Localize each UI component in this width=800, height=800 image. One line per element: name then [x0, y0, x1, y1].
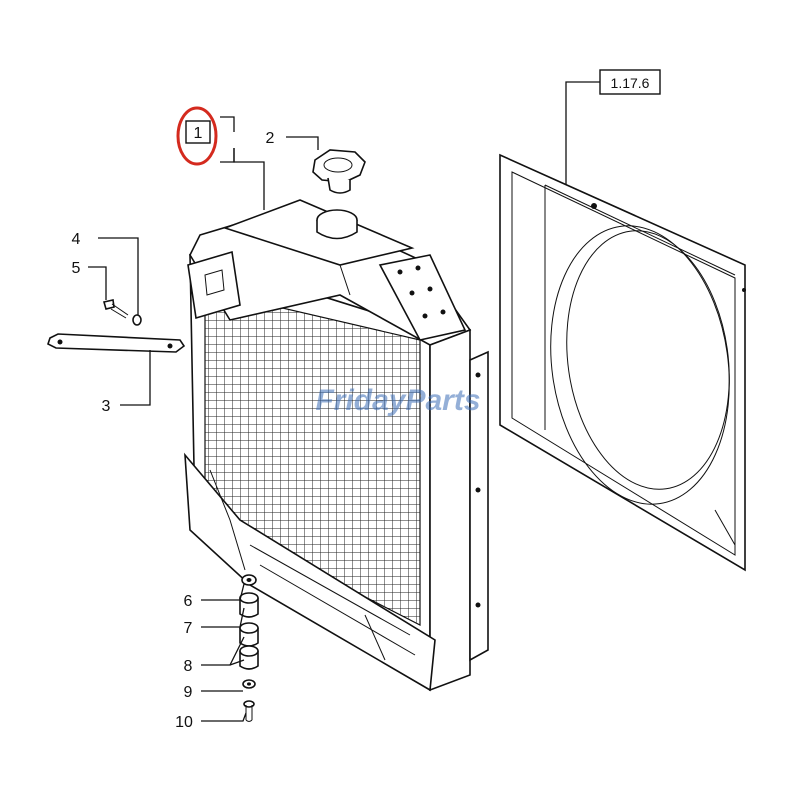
fan-shroud	[499, 153, 746, 572]
mount-stack	[239, 574, 259, 722]
part-label-4[interactable]: 4	[72, 231, 81, 248]
ref-box-label: 1.17.6	[611, 75, 650, 91]
watermark: FridayParts	[315, 384, 480, 417]
support-bar	[47, 333, 186, 353]
callout-main[interactable]: 1	[185, 120, 211, 144]
part-label-6[interactable]: 6	[184, 593, 193, 610]
part-label-5[interactable]: 5	[72, 260, 81, 277]
radiator-cap	[312, 149, 366, 194]
part-label-8[interactable]: 8	[184, 658, 193, 675]
part-label-9[interactable]: 9	[184, 684, 193, 701]
bolt-and-washer	[102, 299, 142, 326]
highlight-circle	[176, 106, 218, 166]
leader-lines	[88, 81, 600, 722]
part-label-2[interactable]: 2	[266, 130, 275, 147]
part-label-10[interactable]: 10	[175, 714, 193, 731]
radiator-assembly	[184, 199, 489, 692]
callout-main-label: 1	[194, 125, 203, 142]
part-label-3[interactable]: 3	[102, 398, 111, 415]
part-label-7[interactable]: 7	[184, 620, 193, 637]
ref-box[interactable]: 1.17.6	[599, 69, 661, 95]
